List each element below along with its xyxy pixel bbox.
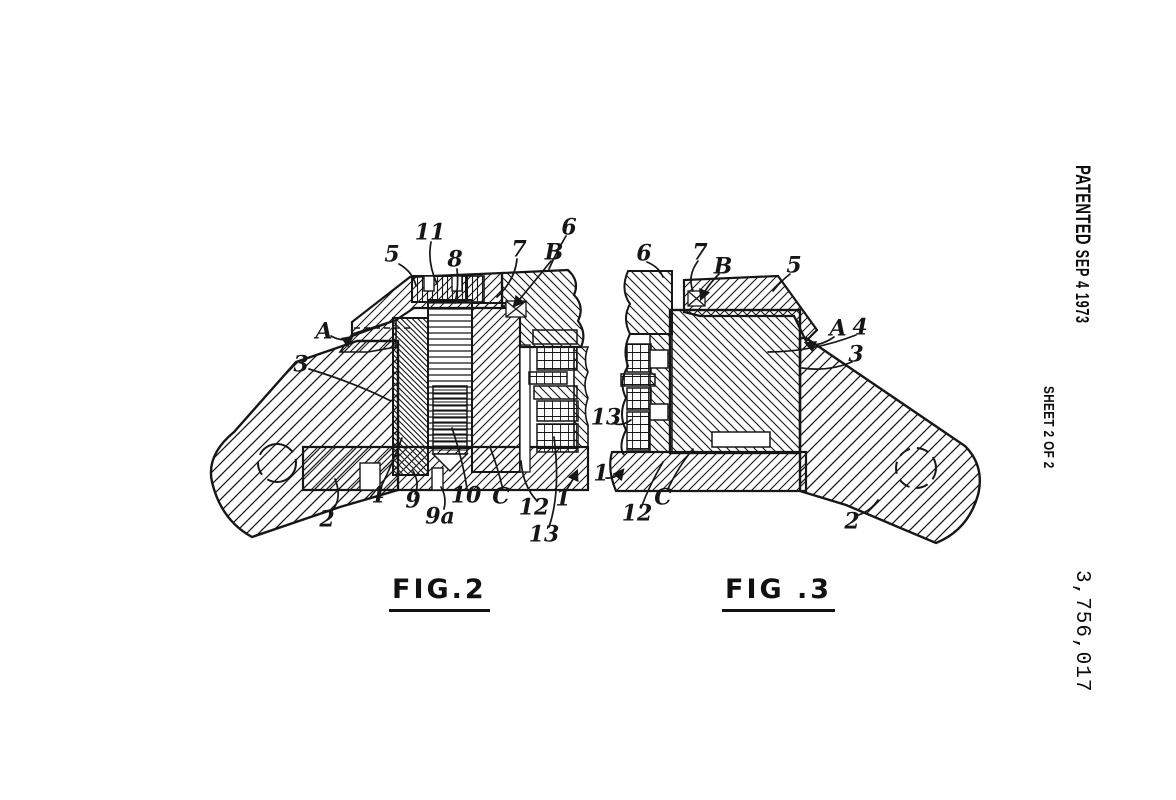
- fig2-housing-column-part3: [471, 302, 521, 473]
- fig3-ring-partB: [687, 290, 706, 307]
- fig3-caption: FIG .3: [722, 574, 836, 612]
- fig2-caption: FIG.2: [389, 574, 490, 612]
- fig3-arm-hole: [895, 447, 937, 489]
- fig3-housing-block-part3: [668, 308, 802, 455]
- fig3-broken-edge: [620, 333, 631, 456]
- fig2-housing-block-part6: [500, 268, 585, 349]
- fig2-drawing: [209, 268, 590, 539]
- fig2-washer-part7: [465, 275, 485, 303]
- fig3-leader-lines: [605, 260, 879, 517]
- fig3-base-part1: [609, 450, 808, 493]
- fig2-lever-arm-part2: [209, 339, 400, 539]
- patent-header-date-line: PATENTED SEP 4 1973: [1070, 165, 1094, 324]
- fig2-base-notch2: [431, 467, 444, 491]
- fig3-drawing: [609, 270, 982, 545]
- fig3-block-slot: [711, 431, 771, 448]
- fig2-leader-lines: [308, 235, 579, 528]
- fig2-stud-end-part10: [432, 385, 468, 455]
- fig2-clearance-channel: [519, 344, 531, 473]
- sheet-indicator: SHEET 2 OF 2: [1040, 386, 1057, 469]
- fig2-arm-hole: [257, 443, 297, 483]
- patented-label: PATENTED: [1071, 165, 1094, 245]
- fig2-bolt-head-slot: [423, 275, 435, 292]
- fig3-stud-stack-parts12-13: [620, 343, 669, 451]
- patent-date: SEP 4 1973: [1072, 249, 1092, 324]
- fig2-right-wall: [573, 346, 590, 448]
- fig2-base-notch: [359, 462, 381, 491]
- fig2-stud-taper: [431, 453, 469, 473]
- fig2-clamp-column-part4: [392, 317, 429, 476]
- fig3-cover-cap-part5: [682, 274, 819, 343]
- fig3-lever-arm-part2: [798, 336, 982, 545]
- fig2-stud-stack-parts12-13: [528, 329, 579, 453]
- fig3-broken-wall-part6: [623, 270, 673, 335]
- patent-number: 3,756,017: [1070, 570, 1093, 693]
